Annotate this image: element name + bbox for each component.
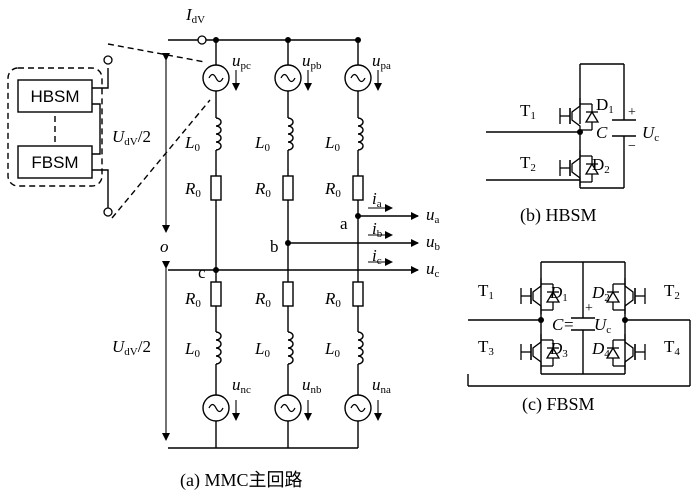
resistor-label: R0: [185, 289, 201, 310]
fbsm-block: [17, 145, 93, 179]
hbsm-switch-1: [559, 98, 600, 134]
midpoint-label: o: [160, 237, 169, 256]
fbsm-t1-label: T1: [478, 281, 494, 302]
current-label-c: ic: [372, 246, 382, 267]
voltage-label-c: uc: [426, 259, 440, 280]
upper-inductor-icon: [215, 117, 222, 151]
fbsm-d1-label: D1: [550, 283, 568, 304]
caption-hbsm: (b) HBSM: [520, 205, 597, 225]
source-label-nc: unc: [232, 375, 251, 396]
phase-leg-a: [344, 37, 382, 448]
fbsm-t2-label: T2: [664, 281, 680, 302]
lower-source-icon: [344, 394, 382, 422]
source-label-pb: upb: [302, 51, 322, 72]
upper-source-icon: [344, 64, 382, 92]
lower-inductor-icon: [357, 331, 364, 365]
hbsm-voltage-label: Uc: [642, 123, 660, 144]
source-label-pa: upa: [372, 51, 391, 72]
fbsm-plus: +: [585, 301, 593, 316]
node-label-c: c: [198, 263, 206, 282]
dc-bus-top: [168, 35, 358, 45]
submodule-stack-detail: [7, 43, 211, 219]
upper-resistor-icon: [210, 175, 222, 201]
fbsm-block-label: FBSM: [31, 153, 79, 172]
phase-output-lines: [168, 204, 419, 274]
resistor-label: R0: [255, 289, 271, 310]
fbsm-d3-label: D3: [550, 339, 568, 360]
fbsm-switch-4: [605, 334, 646, 370]
upper-inductor-icon: [357, 117, 364, 151]
current-label-a: ia: [372, 189, 382, 210]
voltage-label-a: ua: [426, 205, 440, 226]
fbsm-eq: =: [564, 315, 574, 334]
source-label-pc: upc: [232, 51, 251, 72]
fbsm-d4-label: D4: [592, 339, 610, 360]
lower-inductor-icon: [287, 331, 294, 365]
fbsm-voltage-label: Uc: [594, 315, 612, 336]
hbsm-t2-label: T2: [520, 153, 536, 174]
upper-resistor-icon: [352, 175, 364, 201]
fbsm-switch-3: [520, 334, 561, 370]
fbsm-t4-label: T4: [664, 337, 680, 358]
phase-leg-c: [202, 37, 240, 448]
fbsm-circuit: [467, 261, 691, 387]
upper-inductor-icon: [287, 117, 294, 151]
lower-resistor-icon: [352, 281, 364, 307]
inductor-label: L0: [325, 339, 340, 360]
hbsm-block-label: HBSM: [30, 87, 80, 106]
resistor-label: R0: [325, 289, 341, 310]
phase-leg-b: [274, 37, 312, 448]
inductor-label: L0: [255, 133, 270, 154]
lower-source-icon: [202, 394, 240, 422]
dc-half-voltage-bottom-label: UdV/2: [112, 337, 151, 358]
source-label-na: una: [372, 375, 391, 396]
lower-source-icon: [274, 394, 312, 422]
fbsm-t3-label: T3: [478, 337, 494, 358]
hbsm-block: [17, 79, 93, 113]
inductor-label: L0: [255, 339, 270, 360]
dc-half-voltage-top-label: UdV/2: [112, 127, 151, 148]
resistor-label: R0: [255, 179, 271, 200]
current-label-b: ib: [372, 219, 383, 240]
source-label-nb: unb: [302, 375, 322, 396]
fbsm-switch-1: [520, 278, 561, 314]
fbsm-switch-2: [605, 278, 646, 314]
dc-current-label: IdV: [186, 5, 206, 26]
node-label-a: a: [340, 214, 348, 233]
inductor-label: L0: [185, 339, 200, 360]
fbsm-d2-label: D2: [592, 283, 610, 304]
inductor-label: L0: [185, 133, 200, 154]
caption-main: (a) MMC主回路: [180, 470, 303, 490]
lower-resistor-icon: [282, 281, 294, 307]
caption-fbsm: (c) FBSM: [522, 394, 595, 414]
hbsm-d2-label: D2: [592, 155, 610, 176]
lower-resistor-icon: [210, 281, 222, 307]
voltage-label-b: ub: [426, 232, 440, 253]
hbsm-minus: −: [628, 139, 636, 154]
resistor-label: R0: [325, 179, 341, 200]
hbsm-switch-2: [559, 150, 600, 186]
upper-resistor-icon: [282, 175, 294, 201]
hbsm-capacitor-label: C: [596, 123, 608, 142]
hbsm-t1-label: T1: [520, 101, 536, 122]
hbsm-d1-label: D1: [596, 95, 614, 116]
upper-source-icon: [274, 64, 312, 92]
lower-inductor-icon: [215, 331, 222, 365]
node-label-b: b: [270, 237, 279, 256]
hbsm-plus: +: [628, 105, 636, 120]
inductor-label: L0: [325, 133, 340, 154]
resistor-label: R0: [185, 179, 201, 200]
hbsm-circuit: [486, 63, 636, 189]
fbsm-capacitor-label: C: [552, 315, 564, 334]
